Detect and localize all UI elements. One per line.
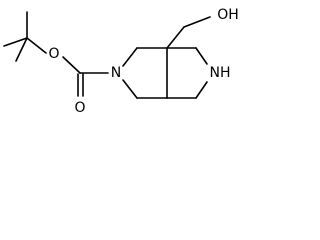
bond-ch2-bottom-to-nh — [195, 81, 208, 99]
bond-ch2-top-to-nh — [195, 47, 208, 65]
bond-n-to-ch2-bottom — [122, 79, 138, 99]
bond-tbu-methyl-left — [3, 37, 28, 47]
carbamate-group — [62, 56, 109, 97]
bond-quat-to-ch2oh — [166, 26, 185, 49]
hydroxyl-label: OH — [217, 7, 239, 23]
molecule-structure: O O N NH OH — [3, 7, 239, 116]
right-ring — [166, 47, 208, 99]
bond-tbu-to-oxygen — [26, 37, 47, 54]
carbonyl-oxygen-label: O — [74, 100, 85, 116]
amine-nh-label: NH — [210, 65, 231, 81]
bond-tbu-methyl-bottom — [15, 37, 28, 62]
hydroxymethyl-group — [166, 16, 211, 49]
ester-oxygen-label: O — [48, 46, 59, 62]
bond-n-to-ch2-top — [122, 47, 138, 67]
bond-oxygen-to-carbonyl — [62, 56, 81, 74]
left-ring — [122, 47, 168, 99]
tert-butyl-group — [3, 11, 47, 62]
bond-ch2-to-oh — [183, 16, 211, 28]
carbamate-nitrogen-label: N — [111, 65, 121, 81]
